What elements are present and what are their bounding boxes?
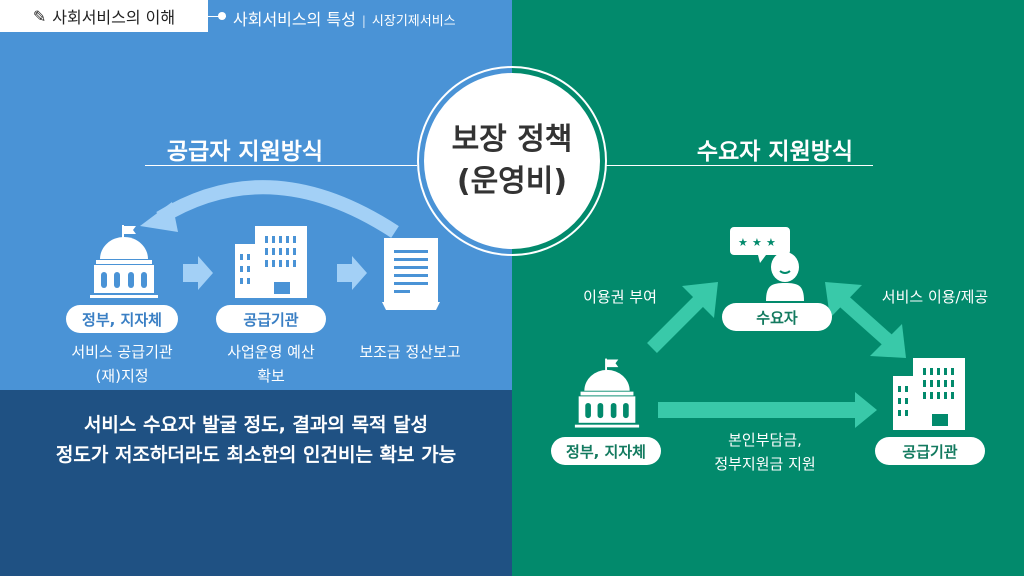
government-pill-right: 정부, 지자체 (551, 437, 661, 465)
subsection-text: 시장기제서비스 (371, 14, 456, 29)
consumer-pill: 수요자 (722, 303, 832, 331)
support-label: 본인부담금,정부지원금 지원 (714, 431, 816, 473)
header-title-box: ✎ 사회서비스의 이해 (0, 0, 208, 32)
header-subtitle: 사회서비스의 특성 | 시장기제서비스 (233, 6, 456, 30)
arrow-right-2 (337, 256, 367, 290)
consumer-review-icon: ★ ★ ★ (730, 227, 804, 301)
provider-pill: 공급기관 (216, 305, 326, 333)
header-connector (208, 16, 226, 17)
service-double-arrow (825, 282, 906, 358)
arrow-right-1 (183, 256, 213, 290)
supplier-title: 공급자 지원방식 (166, 139, 324, 165)
stars: ★ ★ ★ (738, 236, 776, 249)
svg-text:★: ★ (766, 236, 776, 249)
support-arrow (658, 392, 877, 428)
voucher-arrow (647, 282, 718, 353)
consumer-title: 수요자 지원방식 (696, 139, 854, 165)
summary-panel (0, 390, 512, 576)
consumer-underline (605, 165, 873, 166)
supplier-underline (145, 165, 417, 166)
header-title: 사회서비스의 이해 (52, 8, 176, 27)
brush-icon: ✎ (32, 6, 47, 26)
separator: | (361, 14, 366, 28)
center-line2: (운영비) (456, 164, 568, 199)
government-icon-right (574, 358, 640, 428)
building-icon (235, 226, 307, 298)
provider-pill-right: 공급기관 (875, 437, 985, 465)
building-icon-right (893, 358, 965, 430)
government-pill: 정부, 지자체 (66, 305, 178, 333)
service-label: 서비스 이용/제공 (881, 288, 989, 306)
header-dot (218, 12, 226, 20)
center-ring (417, 66, 607, 256)
return-arrow (140, 180, 399, 238)
subtitle-text: 사회서비스의 특성 (233, 10, 356, 29)
report-caption: 보조금 정산보고 (359, 343, 461, 361)
svg-text:★: ★ (752, 236, 762, 249)
document-icon (382, 238, 440, 310)
government-icon (90, 225, 158, 298)
government-caption: 서비스 공급기관(재)지정 (71, 343, 173, 385)
center-circle: 보장 정책 (운영비) (424, 73, 600, 249)
voucher-label: 이용권 부여 (583, 288, 657, 306)
consumer-panel (512, 0, 1024, 576)
svg-text:★: ★ (738, 236, 748, 249)
center-line1: 보장 정책 (451, 122, 573, 157)
